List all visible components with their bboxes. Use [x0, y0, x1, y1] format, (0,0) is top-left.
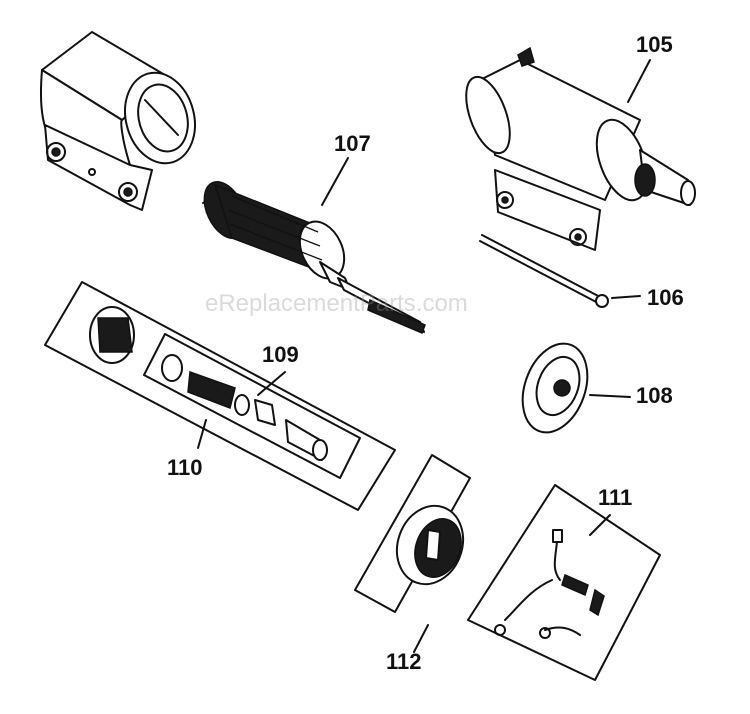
callout-108[interactable]: 108 — [636, 383, 673, 408]
brush-kit — [494, 514, 611, 639]
callout-110[interactable]: 110 — [167, 455, 203, 480]
callout-112[interactable]: 112 — [386, 649, 422, 674]
callout-109[interactable]: 109 — [262, 342, 299, 367]
drive-kit-box — [44, 281, 396, 511]
leader-lines — [321, 59, 651, 206]
callout-105[interactable]: 105 — [636, 32, 673, 57]
callout-106[interactable]: 106 — [647, 285, 684, 310]
through-bolt — [479, 234, 641, 308]
watermark: eReplacementParts.com — [205, 290, 468, 317]
callout-107[interactable]: 107 — [334, 131, 371, 156]
starter-housing — [39, 31, 196, 211]
callout-111[interactable]: 111 — [598, 485, 633, 510]
end-plate — [521, 342, 631, 434]
starter-motor — [465, 46, 696, 251]
brush-holder-box — [354, 454, 661, 681]
armature — [202, 181, 426, 334]
